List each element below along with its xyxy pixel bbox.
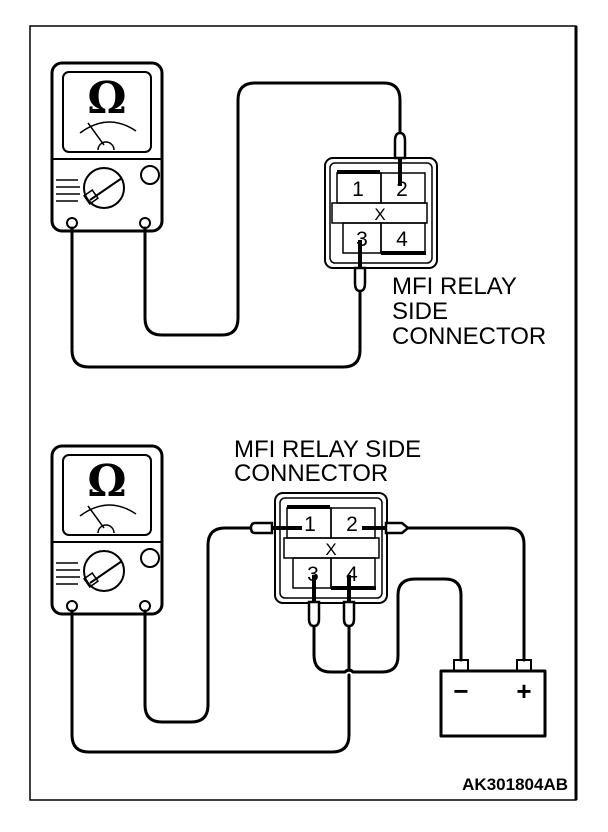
ohmmeter-body (50, 61, 164, 233)
center-mark: X (374, 205, 385, 224)
center-mark: X (325, 540, 336, 559)
meter-scale-arc (79, 121, 137, 134)
connector-housing-outer (274, 492, 388, 604)
meter-needle (87, 122, 105, 146)
lower-wire-meter-to-pin1 (143, 526, 257, 724)
meter-pivot (97, 524, 115, 534)
upper-connector-label-line-1: MFI RELAY (392, 273, 517, 300)
figure-code: AK301804AB (462, 775, 568, 794)
probe-tip-pin3 (307, 600, 321, 628)
lower-wire-pin3-to-battery-negative (312, 577, 463, 674)
probe-tip-pin2 (384, 521, 410, 535)
battery-negative-sign: − (453, 676, 468, 706)
meter-pivot (97, 141, 115, 151)
upper-diagram: Ω X 1 2 3 (50, 61, 546, 369)
battery: − + (439, 659, 547, 738)
upper-wire-meter-to-pin2 (143, 81, 402, 337)
ohmmeter-display (62, 454, 152, 536)
lower-connector-label-line-2: CONNECTOR (234, 460, 388, 487)
battery-positive-sign: + (516, 676, 531, 706)
pin-label-3: 3 (307, 563, 319, 586)
zero-adjust-knob (140, 548, 160, 568)
lower-ohmmeter: Ω (50, 444, 164, 616)
range-selector-dial (83, 550, 125, 592)
pin-label-3: 3 (356, 228, 368, 251)
ohmmeter-body (50, 444, 164, 616)
figure-frame (29, 25, 577, 801)
ohmmeter-display (62, 71, 152, 153)
range-selector-pointer (89, 177, 123, 201)
lower-wire-meter-to-pin4 (70, 609, 351, 754)
battery-terminal-negative (453, 659, 469, 672)
range-selector-pointer (89, 560, 123, 584)
range-selector-tip (82, 188, 100, 206)
ohm-icon: Ω (87, 456, 126, 507)
connector-housing-inner (279, 497, 383, 599)
lower-mfi-relay-connector: X 1 2 3 4 (274, 492, 388, 604)
connector-housing-outer (324, 157, 438, 269)
connector-housing-inner (329, 162, 433, 264)
battery-body (439, 669, 547, 738)
range-scale-lines (56, 179, 80, 202)
upper-ohmmeter: Ω (50, 61, 164, 233)
range-scale-lines (56, 562, 80, 585)
probe-tip-pin1 (249, 521, 274, 535)
probe-tip-pin2 (393, 131, 407, 160)
probe-tip-pin3 (353, 266, 367, 293)
lower-connector-label-line-1: MFI RELAY SIDE (234, 436, 421, 463)
upper-connector-label-line-3: CONNECTOR (392, 323, 546, 350)
lower-wire-pin2-to-battery-positive (406, 526, 526, 662)
pin-label-2: 2 (396, 178, 408, 201)
pin-label-1: 1 (352, 178, 364, 201)
upper-wire-meter-to-pin3 (70, 226, 362, 369)
probe-tip-pin4 (342, 600, 356, 628)
range-selector-tip (82, 571, 100, 589)
meter-scale-arc (79, 504, 137, 517)
pin-label-4: 4 (396, 228, 408, 251)
lower-diagram: Ω MFI RELAY SIDE CONNECTOR (50, 436, 547, 754)
pin-label-1: 1 (304, 513, 316, 536)
range-selector-dial (83, 167, 125, 209)
zero-adjust-knob (140, 165, 160, 185)
upper-mfi-relay-connector: X 1 2 3 4 (324, 157, 438, 269)
meter-needle (87, 505, 105, 529)
pin-label-2: 2 (346, 513, 358, 536)
ohm-icon: Ω (87, 73, 126, 124)
upper-connector-label-line-2: SIDE (392, 298, 448, 325)
battery-terminal-positive (516, 659, 532, 672)
